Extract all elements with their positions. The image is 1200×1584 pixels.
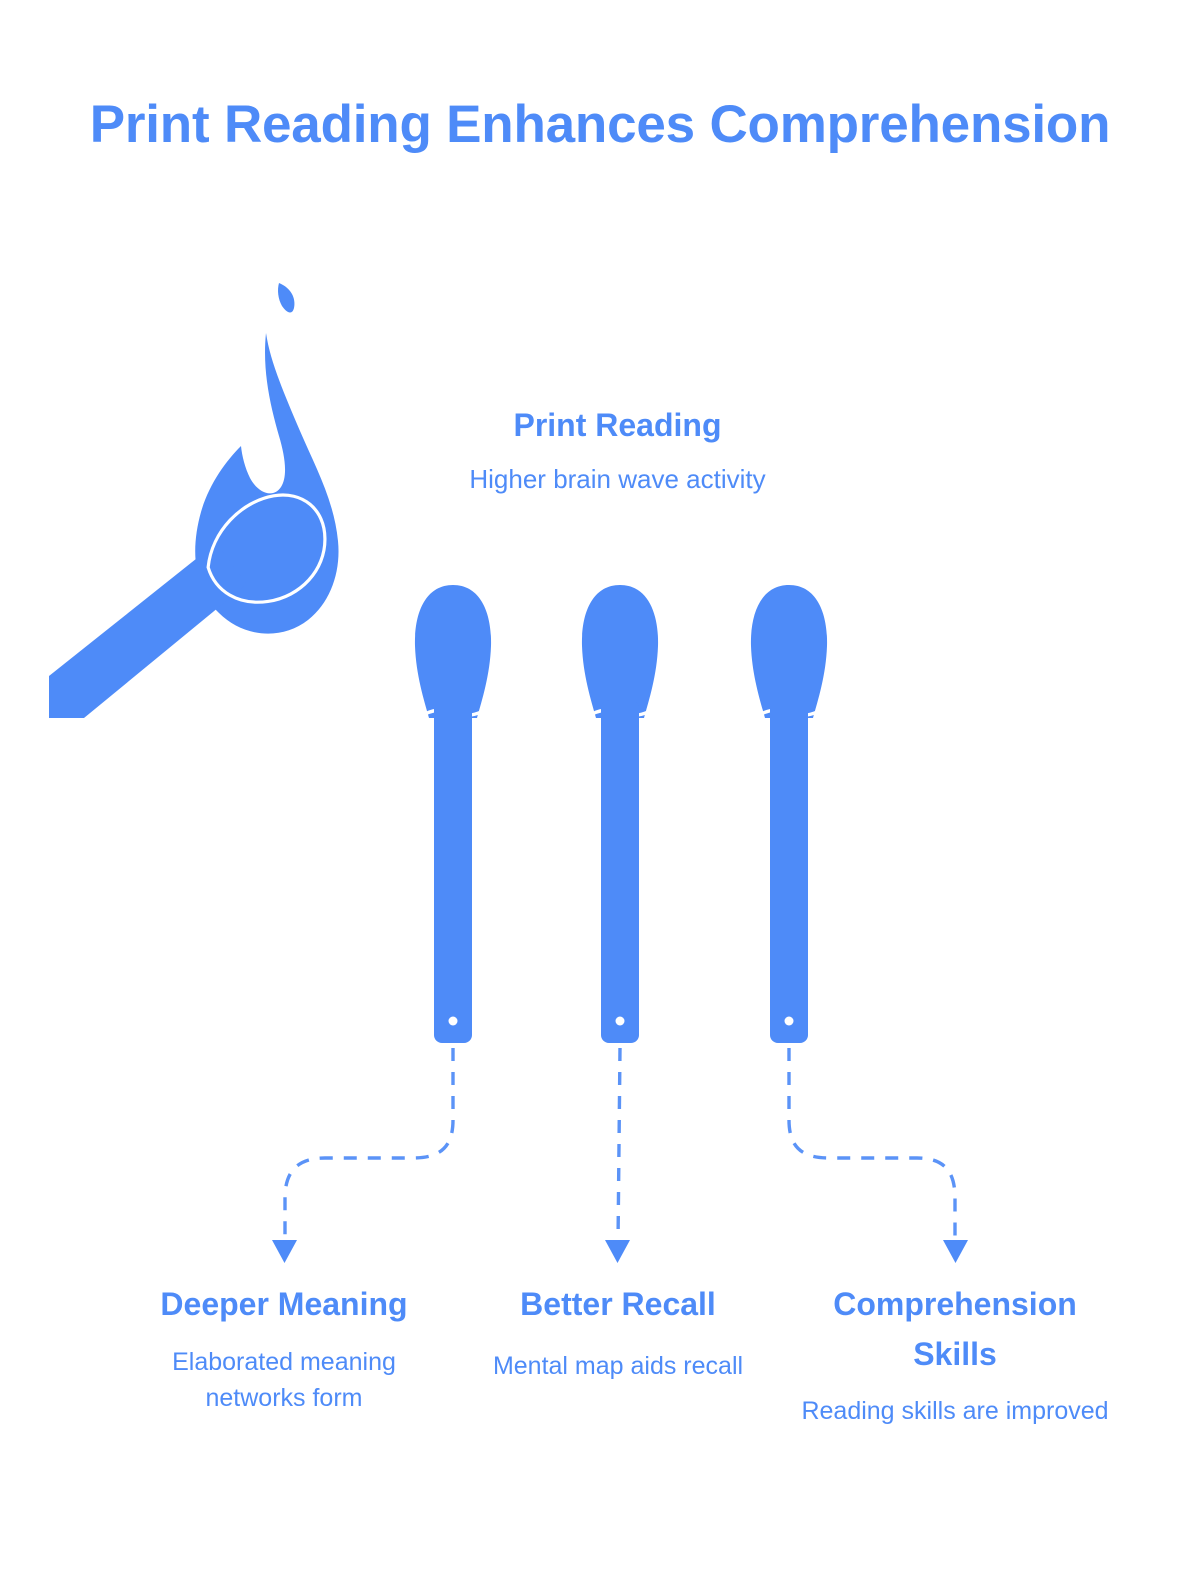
arrow-down-icon-2: [605, 1240, 630, 1263]
match-1-stick: [434, 700, 472, 1043]
outcome-2-subtitle: Mental map aids recall: [492, 1351, 744, 1380]
match-3-icon: [750, 585, 828, 1043]
match-1-dot: [448, 1016, 458, 1026]
outcome-2-title: Better Recall: [520, 1286, 716, 1322]
match-3-separator: [760, 708, 818, 717]
outcome-deeper-meaning: Deeper Meaning Elaborated meaning networ…: [134, 1280, 434, 1416]
source-subtitle: Higher brain wave activity: [469, 464, 766, 494]
match-head-outline: [206, 493, 327, 604]
match-1-icon: [414, 585, 492, 1043]
connector-2: [616, 1047, 622, 1244]
match-2-dot: [615, 1016, 625, 1026]
match-3-dot: [784, 1016, 794, 1026]
burning-match-icon: [49, 283, 339, 718]
match-1-head: [414, 585, 492, 718]
outcome-comprehension-skills: Comprehension Skills Reading skills are …: [800, 1280, 1110, 1429]
match-2-head: [581, 585, 659, 718]
match-3-head: [750, 585, 828, 718]
outcome-3-subtitle: Reading skills are improved: [801, 1397, 1109, 1426]
match-3-stick: [770, 700, 808, 1043]
outcome-1-subtitle: Elaborated meaning networks form: [172, 1347, 396, 1412]
connector-1: [283, 1048, 455, 1243]
source-title: Print Reading: [513, 407, 722, 443]
page-title: Print Reading Enhances Comprehension: [89, 95, 1111, 154]
connector-group: [283, 1047, 957, 1244]
arrow-down-icon-1: [272, 1240, 297, 1263]
match-1-separator: [424, 708, 482, 717]
match-2-stick: [601, 700, 639, 1043]
spark-icon: [278, 283, 295, 313]
connector-3: [787, 1048, 957, 1243]
outcome-better-recall: Better Recall Mental map aids recall: [470, 1280, 766, 1384]
match-2-separator: [591, 708, 649, 717]
match-stick: [49, 543, 247, 718]
source-block: Print Reading Higher brain wave activity: [400, 405, 835, 497]
outcome-3-title: Comprehension Skills: [833, 1286, 1077, 1372]
flame-icon: [195, 333, 339, 634]
arrow-down-icon-3: [943, 1240, 968, 1263]
match-2-icon: [581, 585, 659, 1043]
outcome-1-title: Deeper Meaning: [160, 1286, 408, 1322]
arrowhead-group: [272, 1240, 968, 1263]
